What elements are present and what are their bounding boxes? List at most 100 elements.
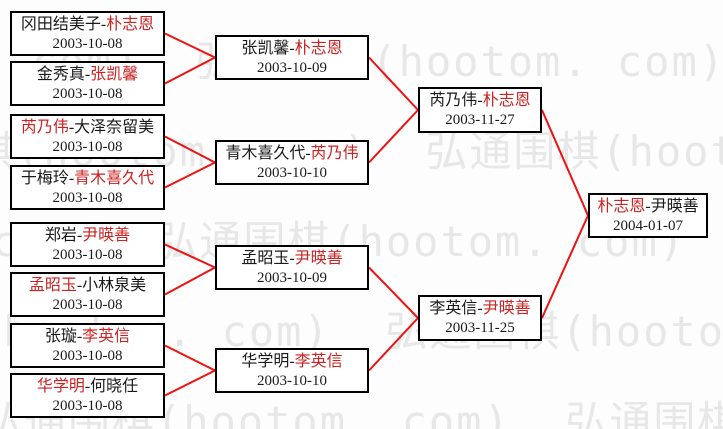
player-name: 郑岩 <box>44 227 77 244</box>
player-name: 芮乃伟 <box>429 92 478 109</box>
match-players: 李英信-尹暎善 <box>420 298 540 319</box>
player-name-winner: 朴志恩 <box>482 92 531 109</box>
match-date: 2003-11-27 <box>445 112 515 128</box>
match-players: 华学明-李英信 <box>217 351 367 372</box>
match-players: 郑岩-尹暎善 <box>12 225 163 246</box>
player-name: 孟昭玉 <box>241 250 290 267</box>
player-name-winner: 李英信 <box>294 353 343 370</box>
connector-line <box>541 215 589 319</box>
player-name: 金秀真 <box>36 66 85 83</box>
player-name-winner: 朴志恩 <box>106 16 155 33</box>
watermark-text: 弘通围棋(hootom. com) <box>565 397 723 429</box>
player-separator: - <box>100 16 107 33</box>
connector-line <box>164 369 216 397</box>
player-separator: - <box>289 40 295 57</box>
player-name: 冈田结美子 <box>20 16 101 33</box>
player-separator: - <box>645 198 651 215</box>
connector-line <box>368 266 419 319</box>
player-separator: - <box>84 66 91 83</box>
connector-line <box>368 109 419 164</box>
player-separator: - <box>76 277 83 294</box>
player-name: 于梅玲 <box>20 170 69 187</box>
player-name-winner: 朴志恩 <box>597 198 646 215</box>
connector-line <box>164 56 216 85</box>
player-separator: - <box>76 328 83 345</box>
watermark-text: 弘通围棋(hootom. com) <box>425 127 723 176</box>
match-players: 于梅玲-青木喜久代 <box>12 168 163 189</box>
match-date: 2003-10-10 <box>257 165 327 181</box>
match-date: 2003-11-25 <box>445 320 515 336</box>
connector-line <box>541 109 589 216</box>
match-players: 张璇-李英信 <box>12 326 163 347</box>
player-name-winner: 华学明 <box>36 378 85 395</box>
player-name-winner: 朴志恩 <box>294 40 343 57</box>
match-date: 2003-10-10 <box>257 373 327 389</box>
player-separator: - <box>477 300 483 317</box>
connector-line <box>368 317 419 372</box>
player-name-winner: 芮乃伟 <box>20 119 69 136</box>
player-name: 小林泉美 <box>82 277 147 294</box>
match-date: 2003-10-09 <box>257 60 327 76</box>
player-name: 何晓任 <box>90 378 139 395</box>
connector-line <box>164 243 216 269</box>
match-date: 2003-10-08 <box>52 297 123 313</box>
match-date: 2004-01-07 <box>613 218 683 234</box>
player-separator: - <box>289 250 295 267</box>
player-name-winner: 尹暎善 <box>294 250 343 267</box>
match-players: 冈田结美子-朴志恩 <box>12 14 163 35</box>
player-separator: - <box>76 227 83 244</box>
match-date: 2003-10-09 <box>257 270 327 286</box>
match-date: 2003-10-08 <box>52 190 123 206</box>
match-date: 2003-10-08 <box>52 139 123 155</box>
match-players: 青木喜久代-芮乃伟 <box>217 143 367 164</box>
player-separator: - <box>289 353 295 370</box>
player-name-winner: 青木喜久代 <box>74 170 155 187</box>
connector-line <box>164 161 216 189</box>
match-players: 芮乃伟-朴志恩 <box>420 90 540 111</box>
player-name-winner: 张凯馨 <box>90 66 139 83</box>
player-name-winner: 尹暎善 <box>82 227 131 244</box>
player-name: 青木喜久代 <box>225 145 306 162</box>
connector-line <box>368 56 419 111</box>
player-name: 华学明 <box>241 353 290 370</box>
connector-line <box>164 32 216 59</box>
connector-line <box>164 266 216 296</box>
match-players: 孟昭玉-尹暎善 <box>217 248 367 269</box>
connector-line <box>164 344 216 372</box>
match-date: 2003-10-08 <box>52 247 123 263</box>
player-separator: - <box>84 378 91 395</box>
player-name: 李英信 <box>429 300 478 317</box>
player-name-winner: 李英信 <box>82 328 131 345</box>
match-players: 孟昭玉-小林泉美 <box>12 275 163 296</box>
player-separator: - <box>68 170 75 187</box>
player-name: 大泽奈留美 <box>74 119 155 136</box>
match-players: 芮乃伟-大泽奈留美 <box>12 117 163 138</box>
match-date: 2003-10-08 <box>52 348 123 364</box>
player-separator: - <box>305 145 311 162</box>
connector-line <box>164 135 216 164</box>
player-separator: - <box>477 92 483 109</box>
player-name-winner: 芮乃伟 <box>310 145 359 162</box>
match-players: 张凯馨-朴志恩 <box>217 38 367 59</box>
match-date: 2003-10-08 <box>52 36 123 52</box>
player-name-winner: 孟昭玉 <box>28 277 77 294</box>
match-players: 朴志恩-尹暎善 <box>590 196 706 217</box>
player-name-winner: 尹暎善 <box>482 300 531 317</box>
